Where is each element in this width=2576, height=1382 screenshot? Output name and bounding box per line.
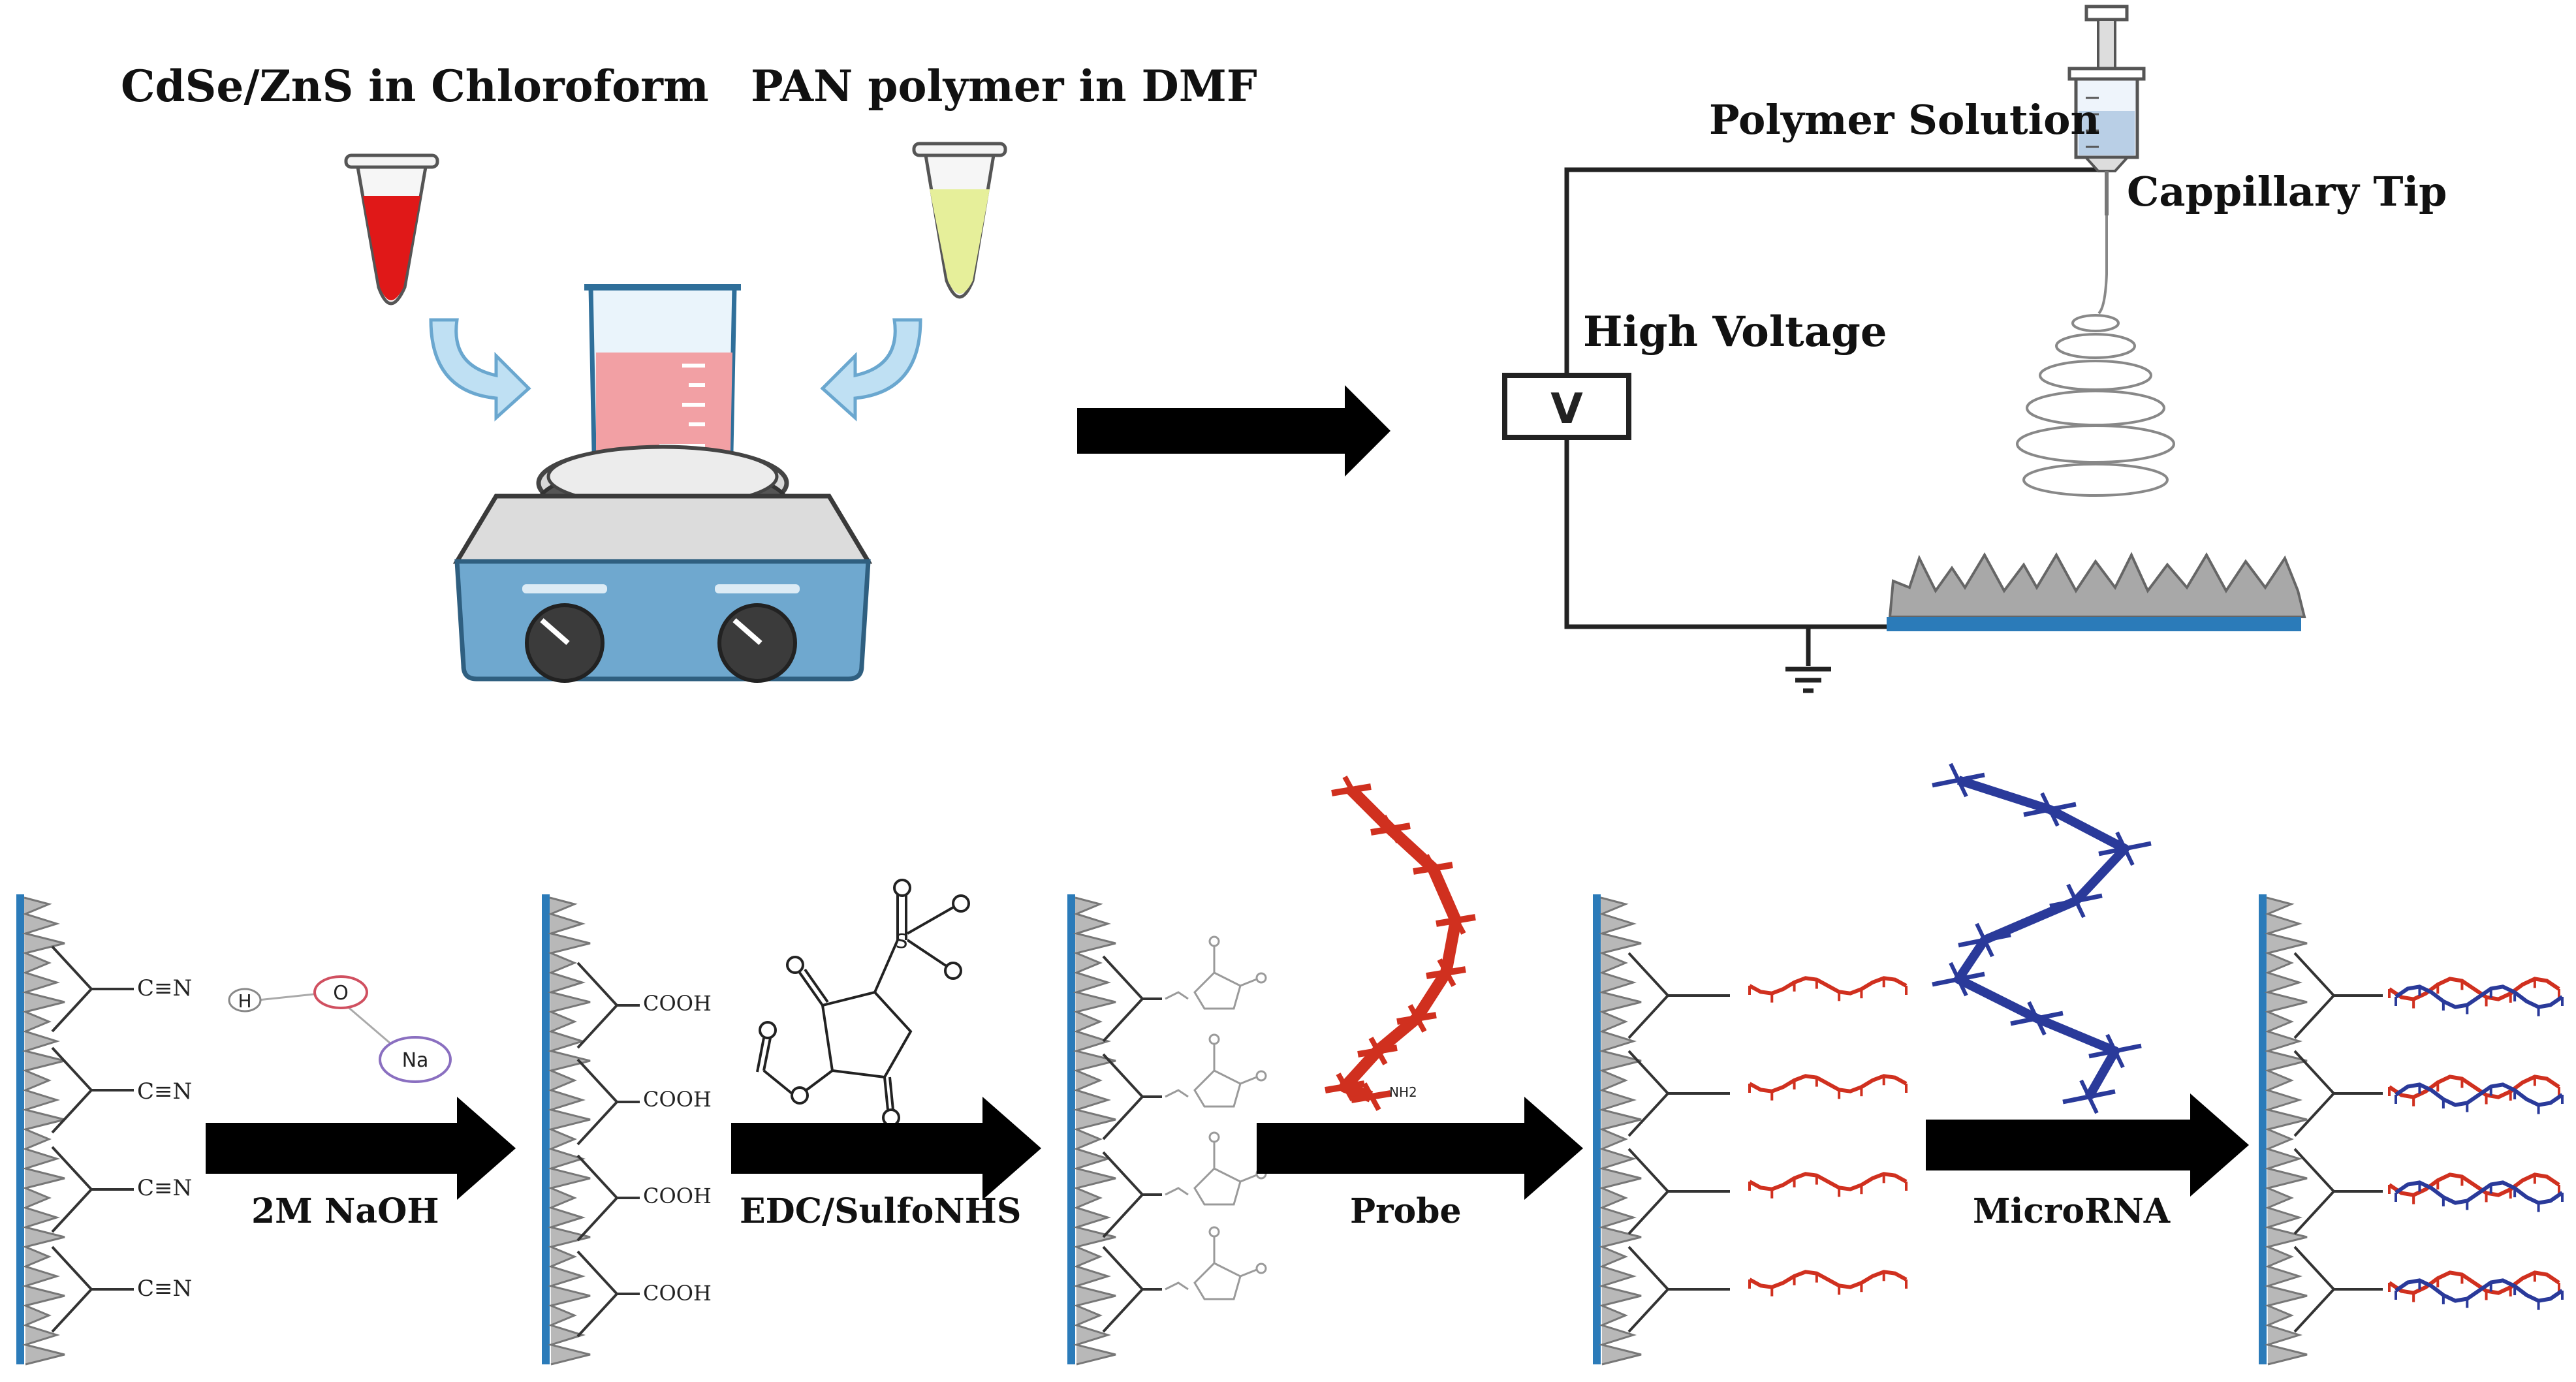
curved-arrow-right-icon [820, 318, 922, 422]
voltmeter-label: V [1550, 385, 1583, 433]
fiber-jet-spiral [2016, 215, 2175, 497]
red-tube-icon [344, 153, 439, 306]
fiber-collector [1887, 552, 2306, 631]
voltmeter-icon: V [1502, 373, 1631, 440]
attached-probes [1748, 976, 1908, 1296]
cooh-label: COOH [643, 1087, 712, 1112]
nitrile-label: C≡N [137, 1175, 192, 1201]
label-polymer-solution: Polymer Solution [1709, 96, 2100, 144]
nitrile-groups: C≡N C≡N C≡N C≡N [137, 975, 192, 1302]
step-label-microrna: MicroRNA [1973, 1191, 2171, 1231]
h-atom-label: H [238, 990, 251, 1012]
label-cdse-chloroform: CdSe/ZnS in Chloroform [121, 61, 709, 112]
cooh-label: COOH [643, 991, 712, 1016]
step-label-probe: Probe [1350, 1191, 1462, 1231]
duplex-strand [2388, 977, 2564, 1016]
microrna-strand-icon [1932, 762, 2152, 1114]
probe-strand-icon [1325, 776, 1476, 1111]
nhs-ester-groups [1165, 935, 1267, 1300]
cooh-label: COOH [643, 1184, 712, 1208]
label-capillary-tip: Cappillary Tip [2127, 168, 2447, 215]
process-arrow-edc [731, 1097, 1041, 1200]
step-label-naoh: 2M NaOH [251, 1191, 439, 1231]
probe-strand [1748, 1172, 1908, 1199]
duplex-strand [2388, 1075, 2564, 1114]
electrospinning-circuit [1564, 167, 2105, 693]
carboxyl-groups: COOH COOH COOH COOH [643, 991, 712, 1306]
sulfur-atom-label: S [895, 930, 907, 953]
na-atom-label: Na [402, 1049, 429, 1072]
cooh-label: COOH [643, 1281, 712, 1306]
duplex-strand [2388, 1270, 2564, 1310]
o-atom-label: O [333, 982, 349, 1005]
process-arrow-probe [1257, 1097, 1583, 1200]
process-arrow-microrna [1926, 1093, 2249, 1197]
syringe-icon [2067, 5, 2146, 215]
nitrile-label: C≡N [137, 975, 192, 1001]
fiber-substrate-panel [2259, 894, 2383, 1366]
step-label-edc: EDC/SulfoNHS [740, 1191, 1022, 1231]
nitrile-label: C≡N [137, 1276, 192, 1302]
fiber-substrate-panel [542, 894, 640, 1366]
yellow-tube-icon [912, 142, 1007, 299]
fiber-substrate-panel [16, 894, 134, 1366]
beaker-icon [584, 284, 741, 473]
label-high-voltage: High Voltage [1583, 307, 1887, 356]
process-arrow-naoh [206, 1097, 516, 1200]
nh2-label: NH2 [1389, 1084, 1417, 1100]
naoh-molecule-icon: H O Na [228, 975, 452, 1083]
fiber-substrate-panel [1067, 894, 1162, 1366]
process-arrow-top [1077, 385, 1390, 477]
hybridized-duplexes [2388, 977, 2564, 1310]
probe-strand [1748, 1270, 1908, 1296]
curved-arrow-left-icon [429, 318, 531, 422]
sulfo-nhs-molecule-icon [756, 879, 970, 1127]
duplex-strand [2388, 1172, 2564, 1212]
probe-strand [1748, 976, 1908, 1003]
hotplate-stirrer-icon [452, 445, 873, 683]
fiber-substrate-panel [1593, 894, 1730, 1366]
probe-strand [1748, 1074, 1908, 1101]
label-pan-dmf: PAN polymer in DMF [751, 61, 1257, 112]
nitrile-label: C≡N [137, 1078, 192, 1105]
